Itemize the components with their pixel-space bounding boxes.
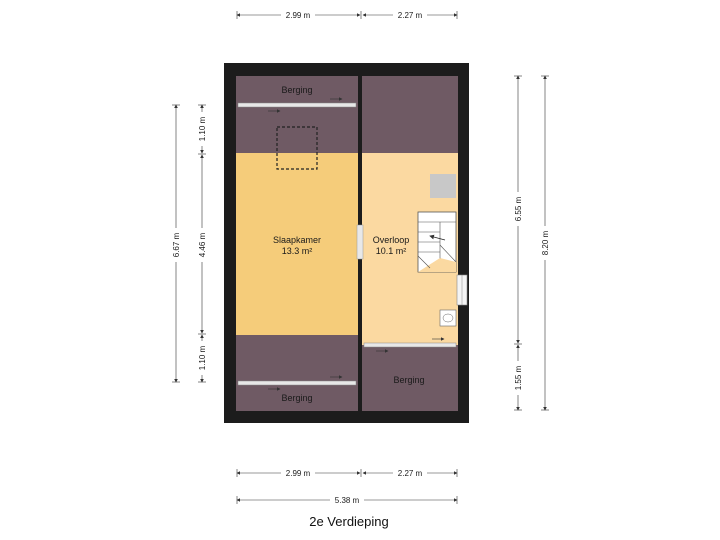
dim-label-total-width: 5.38 m: [335, 496, 360, 505]
dim-label-left-inner-bottom: 1.10 m: [198, 345, 207, 370]
dim-label-left-inner-middle: 4.46 m: [198, 232, 207, 257]
room-area-slaapkamer: 13.3 m²: [282, 246, 313, 256]
kneewall-bottom-right: [363, 342, 457, 348]
room-label-berging-bottom-left: Berging: [281, 393, 312, 403]
door-slaapkamer: [356, 224, 364, 260]
kneewall-bottom-left: [237, 380, 357, 386]
dim-label-top-right: 2.27 m: [398, 11, 423, 20]
room-label-berging-bottom-right: Berging: [393, 375, 424, 385]
floor-title: 2e Verdieping: [309, 514, 389, 529]
skylight: [276, 126, 318, 170]
room-label-slaapkamer: Slaapkamer: [273, 235, 321, 245]
dim-label-left-outer: 6.67 m: [172, 232, 181, 257]
dim-label-left-inner-top: 1.10 m: [198, 116, 207, 141]
dim-label-right-outer: 8.20 m: [541, 230, 550, 255]
dim-label-right-upper: 6.55 m: [514, 196, 523, 221]
sink-icon: [439, 309, 457, 327]
dim-label-top-left: 2.99 m: [286, 11, 311, 20]
kneewall-arrows: [268, 97, 445, 391]
dim-label-right-lower: 1.55 m: [514, 365, 523, 390]
room-label-berging-top-left: Berging: [281, 85, 312, 95]
berging-top-left-area: [236, 76, 358, 153]
kneewall-top-left: [237, 102, 357, 108]
duct-box: [430, 174, 456, 198]
berging-bottom-right-area: [362, 345, 458, 411]
slaapkamer-area: [236, 153, 358, 335]
room-area-overloop: 10.1 m²: [376, 246, 407, 256]
staircase: [417, 211, 457, 273]
storage-top-right-area: [362, 76, 458, 153]
berging-bottom-left-area: [236, 335, 358, 411]
dim-label-bottom-right: 2.27 m: [398, 469, 423, 478]
dim-label-bottom-left: 2.99 m: [286, 469, 311, 478]
room-label-overloop: Overloop: [373, 235, 410, 245]
